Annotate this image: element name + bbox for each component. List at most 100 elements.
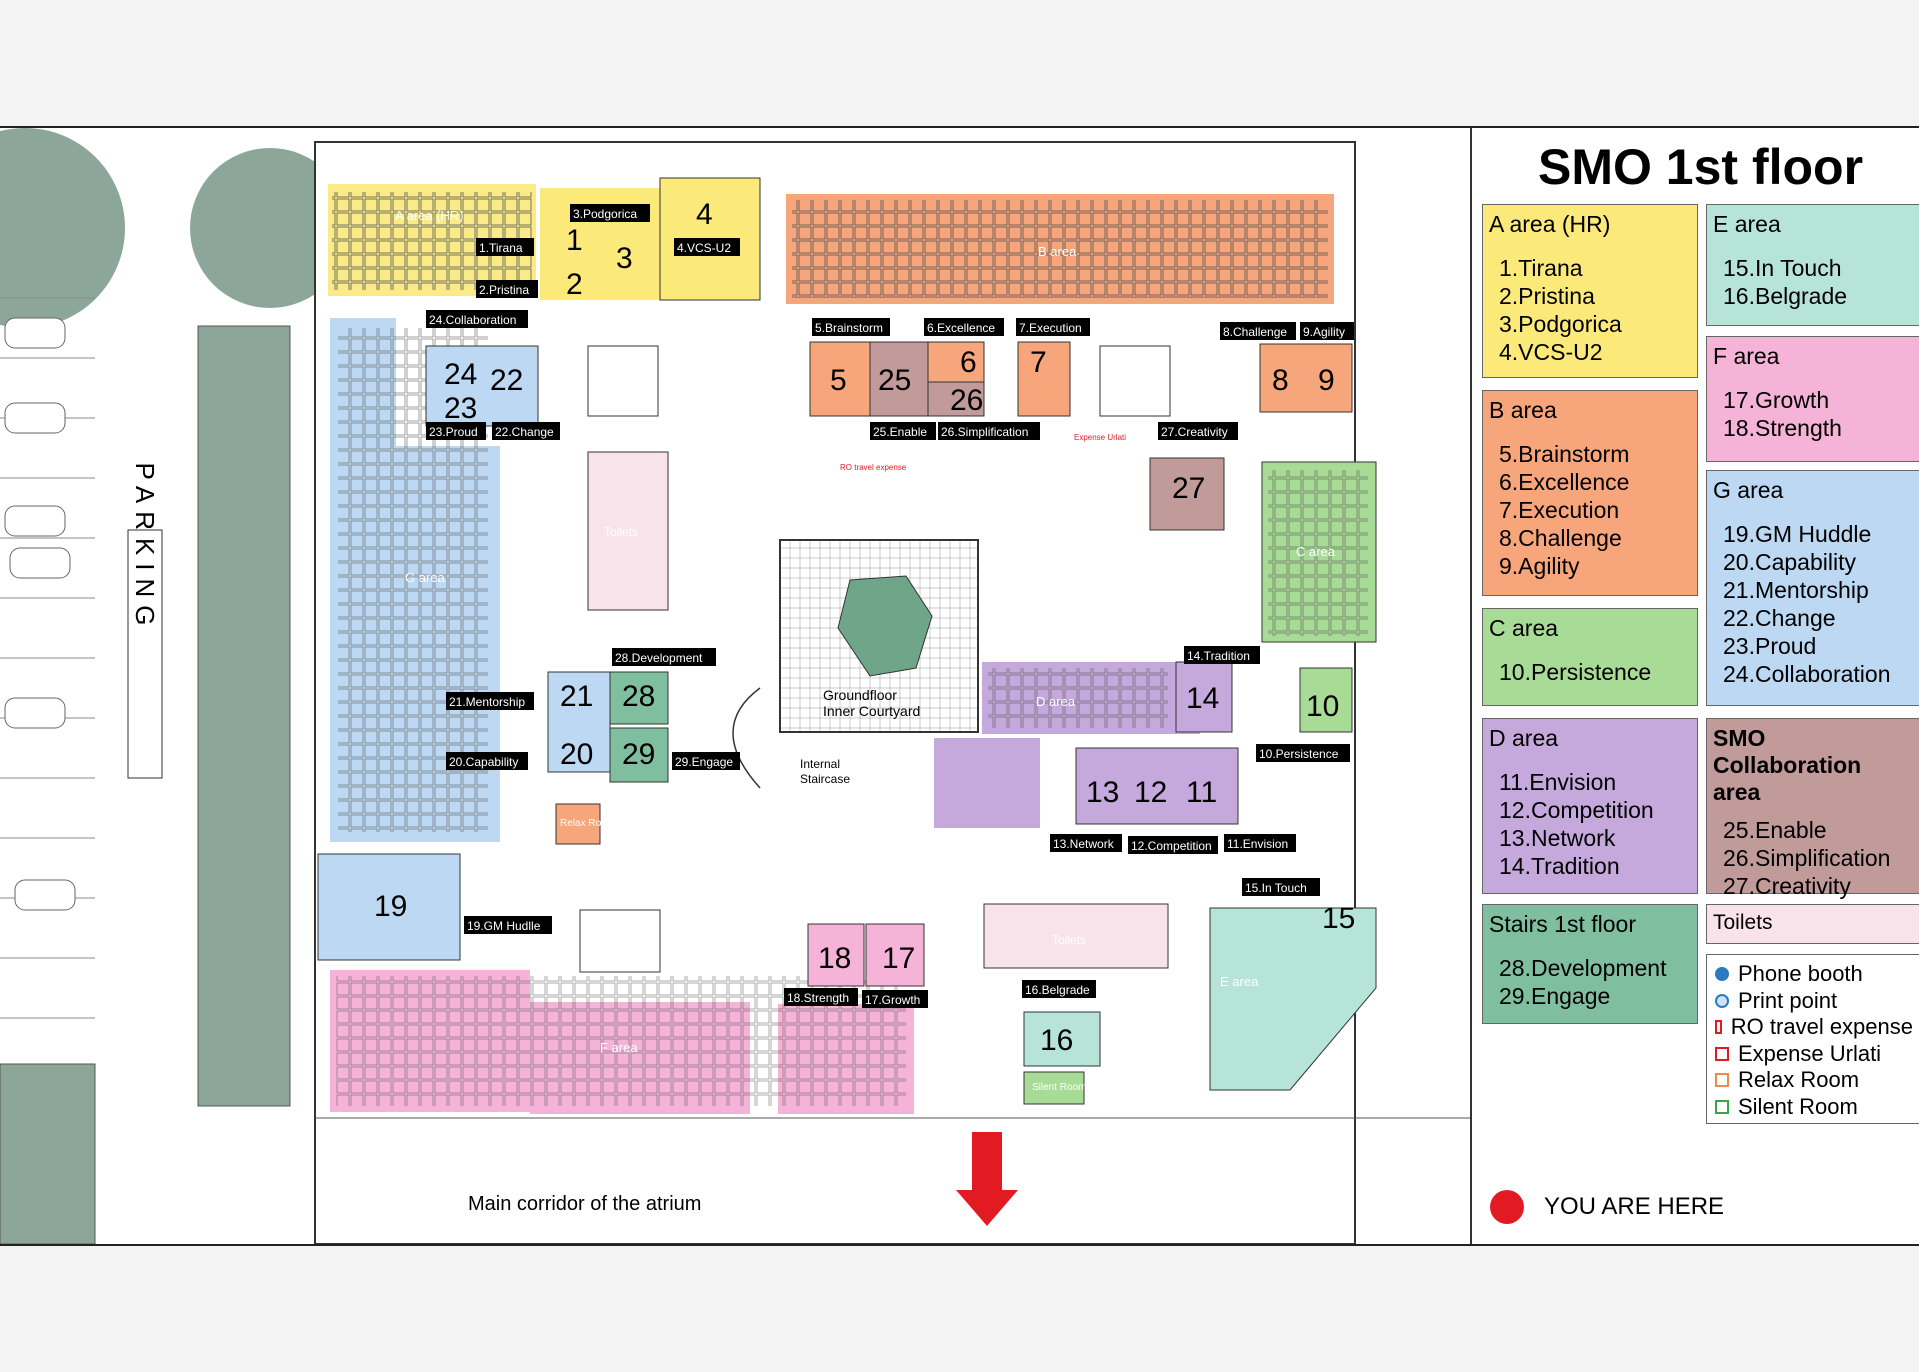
legend-c-item: 10.Persistence (1499, 659, 1652, 685)
you-are-here-arrow (956, 1132, 1018, 1226)
legend-g-item: 21.Mentorship (1723, 577, 1869, 603)
tag-vcs-u2: 4.VCS-U2 (677, 241, 731, 255)
stairwell (579, 345, 1171, 973)
staircase-label-line1: Internal (800, 757, 840, 771)
legend-d-item: 12.Competition (1499, 797, 1654, 823)
tag-strength: 18.Strength (787, 991, 849, 1005)
legend-stairs-header: Stairs 1st floor (1489, 911, 1636, 937)
tag-podgorica: 3.Podgorica (573, 207, 637, 221)
expense-urlati-label: Expense Urlati (1074, 433, 1126, 442)
room-number-23: 23 (444, 392, 477, 425)
courtyard-label-line1: Groundfloor (823, 687, 897, 703)
legend-c-area: C area 10.Persistence (1482, 608, 1698, 706)
tag-network: 13.Network (1053, 837, 1115, 851)
green-strip (197, 325, 291, 1107)
floor-plan-svg: PARKING Main corridor of the atrium A ar… (0, 128, 1470, 1244)
legend-g-item: 19.GM Huddle (1723, 521, 1872, 547)
legend-keys: Phone booth Print point RO travel expens… (1706, 954, 1919, 1124)
you-are-here: YOU ARE HERE (1490, 1190, 1724, 1224)
tag-challenge: 8.Challenge (1223, 325, 1287, 339)
room-tags: 1.Tirana 2.Pristina 3.Podgorica 4.VCS-U2… (426, 204, 1354, 1008)
legend-g-item: 20.Capability (1723, 549, 1856, 575)
legend-e-area: E area 15.In Touch 16.Belgrade (1706, 204, 1919, 326)
tree-cluster (190, 148, 350, 308)
legend-a-header: A area (HR) (1489, 211, 1611, 237)
tag-growth: 17.Growth (865, 993, 920, 1007)
relax-room-label: Relax Room (560, 818, 615, 829)
room-number-6: 6 (960, 346, 977, 379)
key-expense-urlati: Expense Urlati (1738, 1040, 1882, 1066)
tag-brainstorm: 5.Brainstorm (815, 321, 883, 335)
tag-in-touch: 15.In Touch (1245, 881, 1307, 895)
d-area-label: D area (1036, 694, 1076, 709)
c-area-zone: C area (1261, 461, 1377, 733)
c-area-label: C area (1296, 544, 1336, 559)
f-area-label: F area (600, 1040, 638, 1055)
tag-collaboration: 24.Collaboration (429, 313, 516, 327)
tag-execution: 7.Execution (1019, 321, 1082, 335)
room-number-7: 7 (1030, 346, 1047, 379)
room-number-28: 28 (622, 680, 655, 713)
room-number-26: 26 (950, 384, 983, 417)
phone-booth-icon (1715, 967, 1729, 982)
room-number-1: 1 (566, 224, 583, 257)
car (9, 547, 71, 579)
room-number-8: 8 (1272, 364, 1289, 397)
legend-d-item: 14.Tradition (1499, 853, 1620, 879)
tag-agility: 9.Agility (1303, 325, 1345, 339)
room-number-20: 20 (560, 738, 593, 771)
square-red-icon (1715, 1020, 1722, 1035)
room-number-9: 9 (1318, 364, 1335, 397)
car (4, 317, 66, 349)
legend-c-header: C area (1489, 615, 1559, 641)
you-are-here-label: YOU ARE HERE (1544, 1193, 1725, 1220)
tag-competition: 12.Competition (1131, 839, 1212, 853)
smo-collab-zone (869, 341, 1225, 531)
legend-f-item: 18.Strength (1723, 415, 1842, 441)
tag-tradition: 14.Tradition (1187, 649, 1250, 663)
legend-a-item: 4.VCS-U2 (1499, 339, 1603, 365)
print-point-icon (1715, 993, 1729, 1008)
parking-lot: PARKING (0, 128, 350, 1244)
d-area-zone: D area (934, 661, 1239, 828)
legend-f-item: 17.Growth (1723, 387, 1830, 413)
legend-panel: SMO 1st floor A area (HR) 1.Tirana 2.Pri… (1470, 128, 1919, 1244)
key-print-point: Print point (1738, 987, 1838, 1013)
ro-travel-label: RO travel expense (840, 463, 907, 472)
room-number-21: 21 (560, 680, 593, 713)
staircase-label-line2: Staircase (800, 772, 850, 786)
room-number-18: 18 (818, 942, 851, 975)
legend-b-item: 7.Execution (1499, 497, 1620, 523)
legend-e-header: E area (1713, 211, 1781, 237)
square-green-icon (1715, 1099, 1729, 1114)
tag-belgrade: 16.Belgrade (1025, 983, 1090, 997)
legend-a-item: 2.Pristina (1499, 283, 1595, 309)
legend-d-item: 13.Network (1499, 825, 1616, 851)
e-area-label: E area (1220, 974, 1259, 989)
room-number-3: 3 (616, 242, 633, 275)
room-number-27: 27 (1172, 472, 1205, 505)
legend-a-area: A area (HR) 1.Tirana 2.Pristina 3.Podgor… (1482, 204, 1698, 378)
toilets-label-1: Toilets (604, 525, 638, 539)
map-sheet: PARKING Main corridor of the atrium A ar… (0, 126, 1919, 1246)
room-number-16: 16 (1040, 1024, 1073, 1057)
legend-stairs-item: 28.Development (1499, 955, 1667, 981)
silent-room-label: Silent Room (1032, 1082, 1086, 1093)
relax-room (555, 803, 601, 845)
parking-label: PARKING (130, 462, 160, 633)
legend-b-header: B area (1489, 397, 1557, 423)
room-number-12: 12 (1134, 776, 1167, 809)
g-area-label: G area (405, 570, 446, 585)
legend-g-item: 23.Proud (1723, 633, 1817, 659)
room-number-4: 4 (696, 198, 713, 231)
tag-tirana: 1.Tirana (479, 241, 523, 255)
g-area-zone: G area (317, 318, 611, 961)
room-number-5: 5 (830, 364, 847, 397)
parking-sign (127, 529, 163, 779)
tag-proud: 23.Proud (429, 425, 478, 439)
room-number-10: 10 (1306, 690, 1339, 723)
legend-a-item: 3.Podgorica (1499, 311, 1622, 337)
tag-enable: 25.Enable (873, 425, 927, 439)
car (4, 505, 66, 537)
legend-d-header: D area (1489, 725, 1559, 751)
